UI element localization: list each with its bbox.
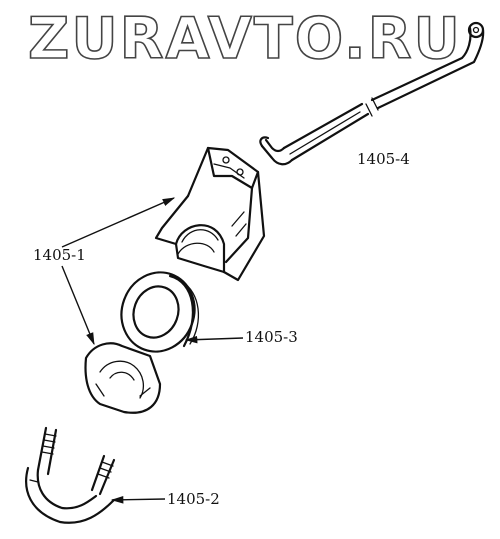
bracket-lower [84,342,162,414]
leader-1405-2 [110,496,166,504]
watermark-text: ZURAVTO.RU [28,6,462,72]
label-1405-3: 1405-3 [245,328,298,346]
label-1405-2: 1405-2 [167,490,220,508]
u-clamp [25,426,116,524]
label-1405-4: 1405-4 [357,150,410,168]
leader-1405-3 [184,335,244,344]
stabilizer-bar [259,21,485,166]
bracket-upper [154,146,266,282]
leader-1405-1-lower [61,265,95,346]
leader-1405-1-upper [61,197,176,248]
label-1405-1: 1405-1 [33,246,86,264]
